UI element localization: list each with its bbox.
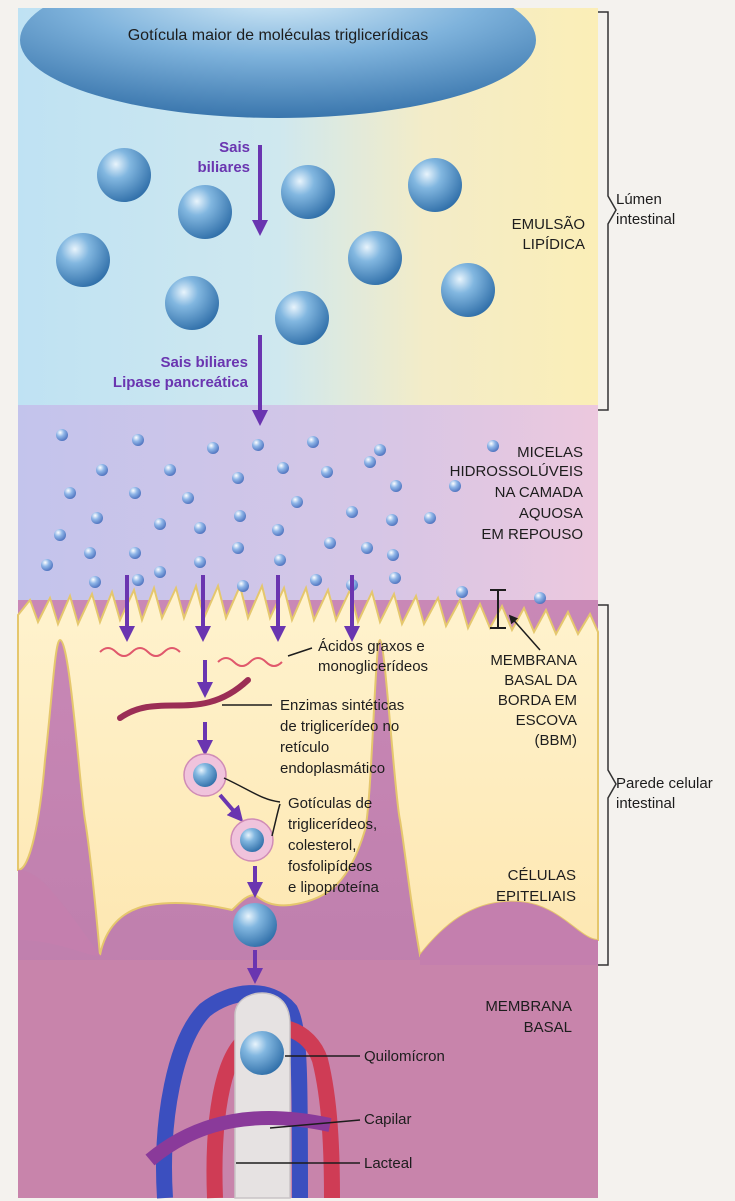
emulsion-droplet (348, 231, 402, 285)
label-enzymes-3: retículo (280, 739, 329, 756)
exocytosis-droplet (233, 903, 277, 947)
emulsion-droplet (178, 185, 232, 239)
label-bbm-5: (BBM) (535, 732, 578, 749)
label-fatty-2: monoglicerídeos (318, 658, 428, 675)
label-micelles-3: NA CAMADA (495, 484, 583, 501)
label-bile-salts-2: biliares (197, 159, 250, 176)
emulsion-droplet (56, 233, 110, 287)
label-epithelial-1: CÉLULAS (508, 867, 576, 884)
label-enzymes-2: de triglicerídeo no (280, 718, 399, 735)
label-droplets-4: fosfolipídeos (288, 858, 372, 875)
lacteal-vessel (235, 993, 290, 1198)
vesicle-core (240, 828, 264, 852)
label-bbm-2: BASAL DA (504, 672, 577, 689)
label-droplets-5: e lipoproteína (288, 879, 380, 896)
vesicle-core (193, 763, 217, 787)
micelle-zone (18, 405, 598, 605)
emulsion-droplet (97, 148, 151, 202)
label-micelles-4: AQUOSA (519, 505, 583, 522)
label-wall-1: Parede celular (616, 775, 713, 792)
label-wall-2: intestinal (616, 795, 675, 812)
label-bbm-1: MEMBRANA (490, 652, 577, 669)
label-micelles-1: MICELAS (517, 444, 583, 461)
label-micelles-2: HIDROSSOLÚVEIS (450, 463, 583, 480)
label-emulsion-1: EMULSÃO (512, 216, 585, 233)
label-bile-salts-1: Sais (219, 139, 250, 156)
label-basal-1: MEMBRANA (485, 998, 572, 1015)
label-droplets-1: Gotículas de (288, 795, 372, 812)
label-capillary: Capilar (364, 1111, 412, 1128)
top-mask (18, 0, 598, 8)
emulsion-droplet (275, 291, 329, 345)
label-droplets-3: colesterol, (288, 837, 356, 854)
emulsion-droplet (408, 158, 462, 212)
label-emulsion-2: LIPÍDICA (522, 236, 585, 253)
emulsion-droplet (441, 263, 495, 317)
label-epithelial-2: EPITELIAIS (496, 888, 576, 905)
emulsion-droplet (281, 165, 335, 219)
label-lumen-2: intestinal (616, 211, 675, 228)
emulsion-droplet (165, 276, 219, 330)
label-enzymes-1: Enzimas sintéticas (280, 697, 404, 714)
label-bbm-3: BORDA EM (498, 692, 577, 709)
label-bbm-4: ESCOVA (516, 712, 577, 729)
label-basal-2: BASAL (524, 1019, 572, 1036)
label-large-droplet: Gotícula maior de moléculas triglicerídi… (128, 27, 429, 44)
label-bile-lipase-1: Sais biliares (160, 354, 248, 371)
label-bile-lipase-2: Lipase pancreática (113, 374, 249, 391)
chylomicron (240, 1031, 284, 1075)
label-enzymes-4: endoplasmático (280, 760, 385, 777)
label-chylomicron: Quilomícron (364, 1048, 445, 1065)
label-fatty-1: Ácidos graxos e (318, 638, 425, 655)
label-droplets-2: triglicerídeos, (288, 816, 377, 833)
label-lacteal: Lacteal (364, 1155, 412, 1172)
label-micelles-5: EM REPOUSO (481, 526, 583, 543)
label-lumen-1: Lúmen (616, 191, 662, 208)
